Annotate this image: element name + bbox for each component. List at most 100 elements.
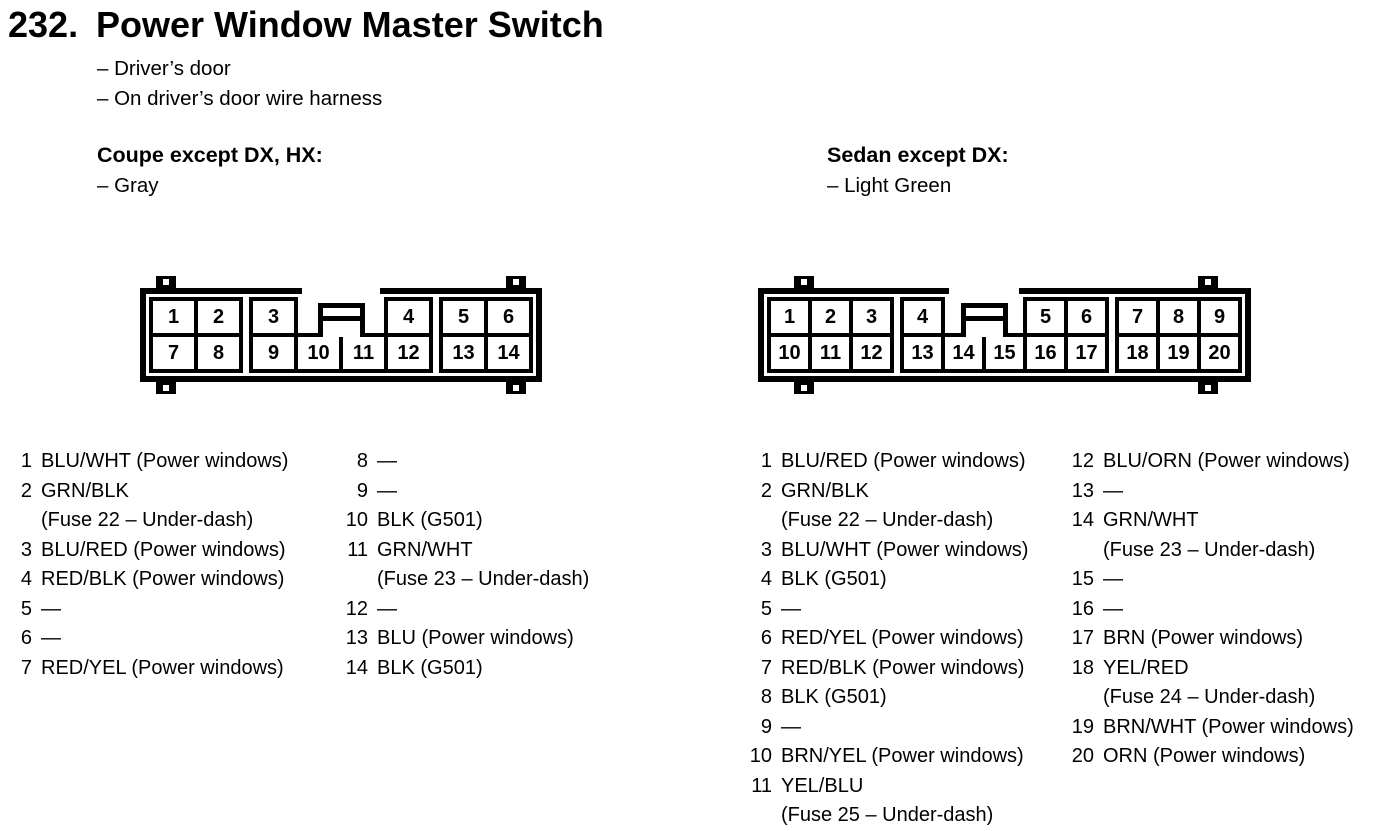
connector-pin-cell: 7 — [1115, 297, 1160, 337]
connector-pin-cell: 19 — [1156, 333, 1201, 373]
mounting-tab — [794, 276, 814, 288]
pin-row: 9— — [342, 477, 589, 507]
mounting-tab — [506, 382, 526, 394]
mounting-tab — [1198, 276, 1218, 288]
pin-number: 13 — [345, 627, 368, 649]
pin-number: 3 — [20, 538, 32, 561]
pin-row: 9— — [746, 713, 1028, 743]
pin-label: BLU/WHT (Power windows) — [41, 450, 289, 472]
pin-number: 8 — [356, 450, 368, 472]
pin-row: 14 GRN/WHT(Fuse 23 – Under-dash) — [1068, 506, 1354, 565]
connector-pin-cell: 13 — [439, 333, 488, 373]
latch-bar — [965, 316, 1003, 321]
section-heading-coupe: Coupe except DX, HX: — [97, 143, 323, 167]
pin-label: — — [41, 597, 61, 620]
pin-number: 5 — [760, 597, 772, 620]
pin-number: 11 — [751, 774, 772, 797]
pin-label: BLU/WHT (Power windows) — [781, 538, 1029, 561]
connector-pin-cell: 14 — [941, 333, 986, 373]
pin-label: — — [377, 479, 397, 502]
pin-label: BRN/YEL (Power windows) — [781, 745, 1024, 767]
pin-number: 15 — [1071, 568, 1094, 590]
connector-pin-cell: 10 — [294, 333, 343, 373]
pin-label: BLU/RED (Power windows) — [41, 538, 286, 561]
pin-label: GRN/WHT(Fuse 23 – Under-dash) — [1103, 509, 1316, 561]
pin-number: 11 — [347, 538, 368, 561]
pin-label: RED/BLK (Power windows) — [41, 568, 285, 590]
connector-pin-cell: 13 — [900, 333, 945, 373]
pin-label: BLU (Power windows) — [377, 627, 574, 649]
pin-row: 13 BLU (Power windows) — [342, 624, 589, 654]
pin-number: 14 — [1071, 509, 1094, 531]
note-line: – Driver’s door — [97, 57, 231, 80]
pin-row: 3 BLU/WHT (Power windows) — [746, 536, 1029, 566]
connector-pin-cell: 12 — [384, 333, 433, 373]
pin-number: 13 — [1071, 479, 1094, 502]
connector-color-note-coupe: – Gray — [97, 174, 159, 197]
pin-number: 1 — [760, 450, 772, 472]
pin-number: 20 — [1071, 745, 1094, 767]
top-border-opening — [302, 288, 380, 297]
pin-number: 19 — [1071, 715, 1094, 738]
section-heading-sedan: Sedan except DX: — [827, 143, 1009, 167]
latch-bar — [322, 316, 360, 321]
connector-color-note-sedan: – Light Green — [827, 174, 952, 197]
pin-row: 6— — [6, 624, 288, 654]
pin-number: 7 — [760, 656, 772, 679]
pin-label: BLK (G501) — [377, 509, 483, 531]
pin-number: 16 — [1071, 597, 1094, 620]
connector-pin-cell: 6 — [484, 297, 533, 337]
connector-pin-cell: 10 — [767, 333, 812, 373]
mounting-tab — [156, 382, 176, 394]
connector-pin-cell: 8 — [194, 333, 243, 373]
pin-number: 8 — [760, 686, 772, 708]
connector-pin-cell: 12 — [849, 333, 894, 373]
connector-pin-cell: 8 — [1156, 297, 1201, 337]
pin-label: RED/BLK (Power windows) — [781, 656, 1025, 679]
pin-row: 20 ORN (Power windows) — [1068, 742, 1354, 772]
section-number: 232. — [8, 4, 79, 45]
pin-row: 16— — [1068, 595, 1354, 625]
connector-pin-cell: 1 — [149, 297, 198, 337]
mounting-tab — [794, 382, 814, 394]
pin-label: GRN/BLK(Fuse 22 – Under-dash) — [41, 479, 254, 532]
pin-label: — — [1103, 479, 1123, 502]
pin-label: ORN (Power windows) — [1103, 745, 1306, 767]
pin-row: 5— — [746, 595, 1028, 625]
pin-row: 13 — — [1068, 477, 1354, 507]
pin-label: BLU/ORN (Power windows) — [1103, 450, 1350, 472]
pin-row: 5— — [6, 595, 288, 625]
pin-number: 17 — [1071, 627, 1094, 649]
connector-pin-cell: 14 — [484, 333, 533, 373]
pin-number: 6 — [20, 627, 32, 649]
pin-label: BLK (G501) — [781, 686, 887, 708]
connector-pin-cell: 7 — [149, 333, 198, 373]
pin-number: 9 — [356, 479, 368, 502]
pin-label: BRN/WHT (Power windows) — [1103, 715, 1354, 738]
connector-pin-cell: 4 — [384, 297, 433, 337]
connector-pin-cell: 11 — [339, 333, 388, 373]
pin-row: 7 RED/BLK (Power windows) — [746, 654, 1028, 684]
pin-row: 3 BLU/RED (Power windows) — [6, 536, 288, 566]
pin-number: 3 — [760, 538, 772, 561]
pin-number: 7 — [20, 656, 32, 679]
pin-label: — — [781, 597, 801, 620]
pin-row: 8 BLK (G501) — [746, 683, 1028, 713]
pin-number: 14 — [345, 656, 368, 679]
pin-number: 2 — [20, 479, 32, 502]
page-title-text: Power Window Master Switch — [96, 4, 604, 45]
pin-number: 1 — [20, 450, 32, 472]
pin-label: — — [377, 597, 397, 620]
